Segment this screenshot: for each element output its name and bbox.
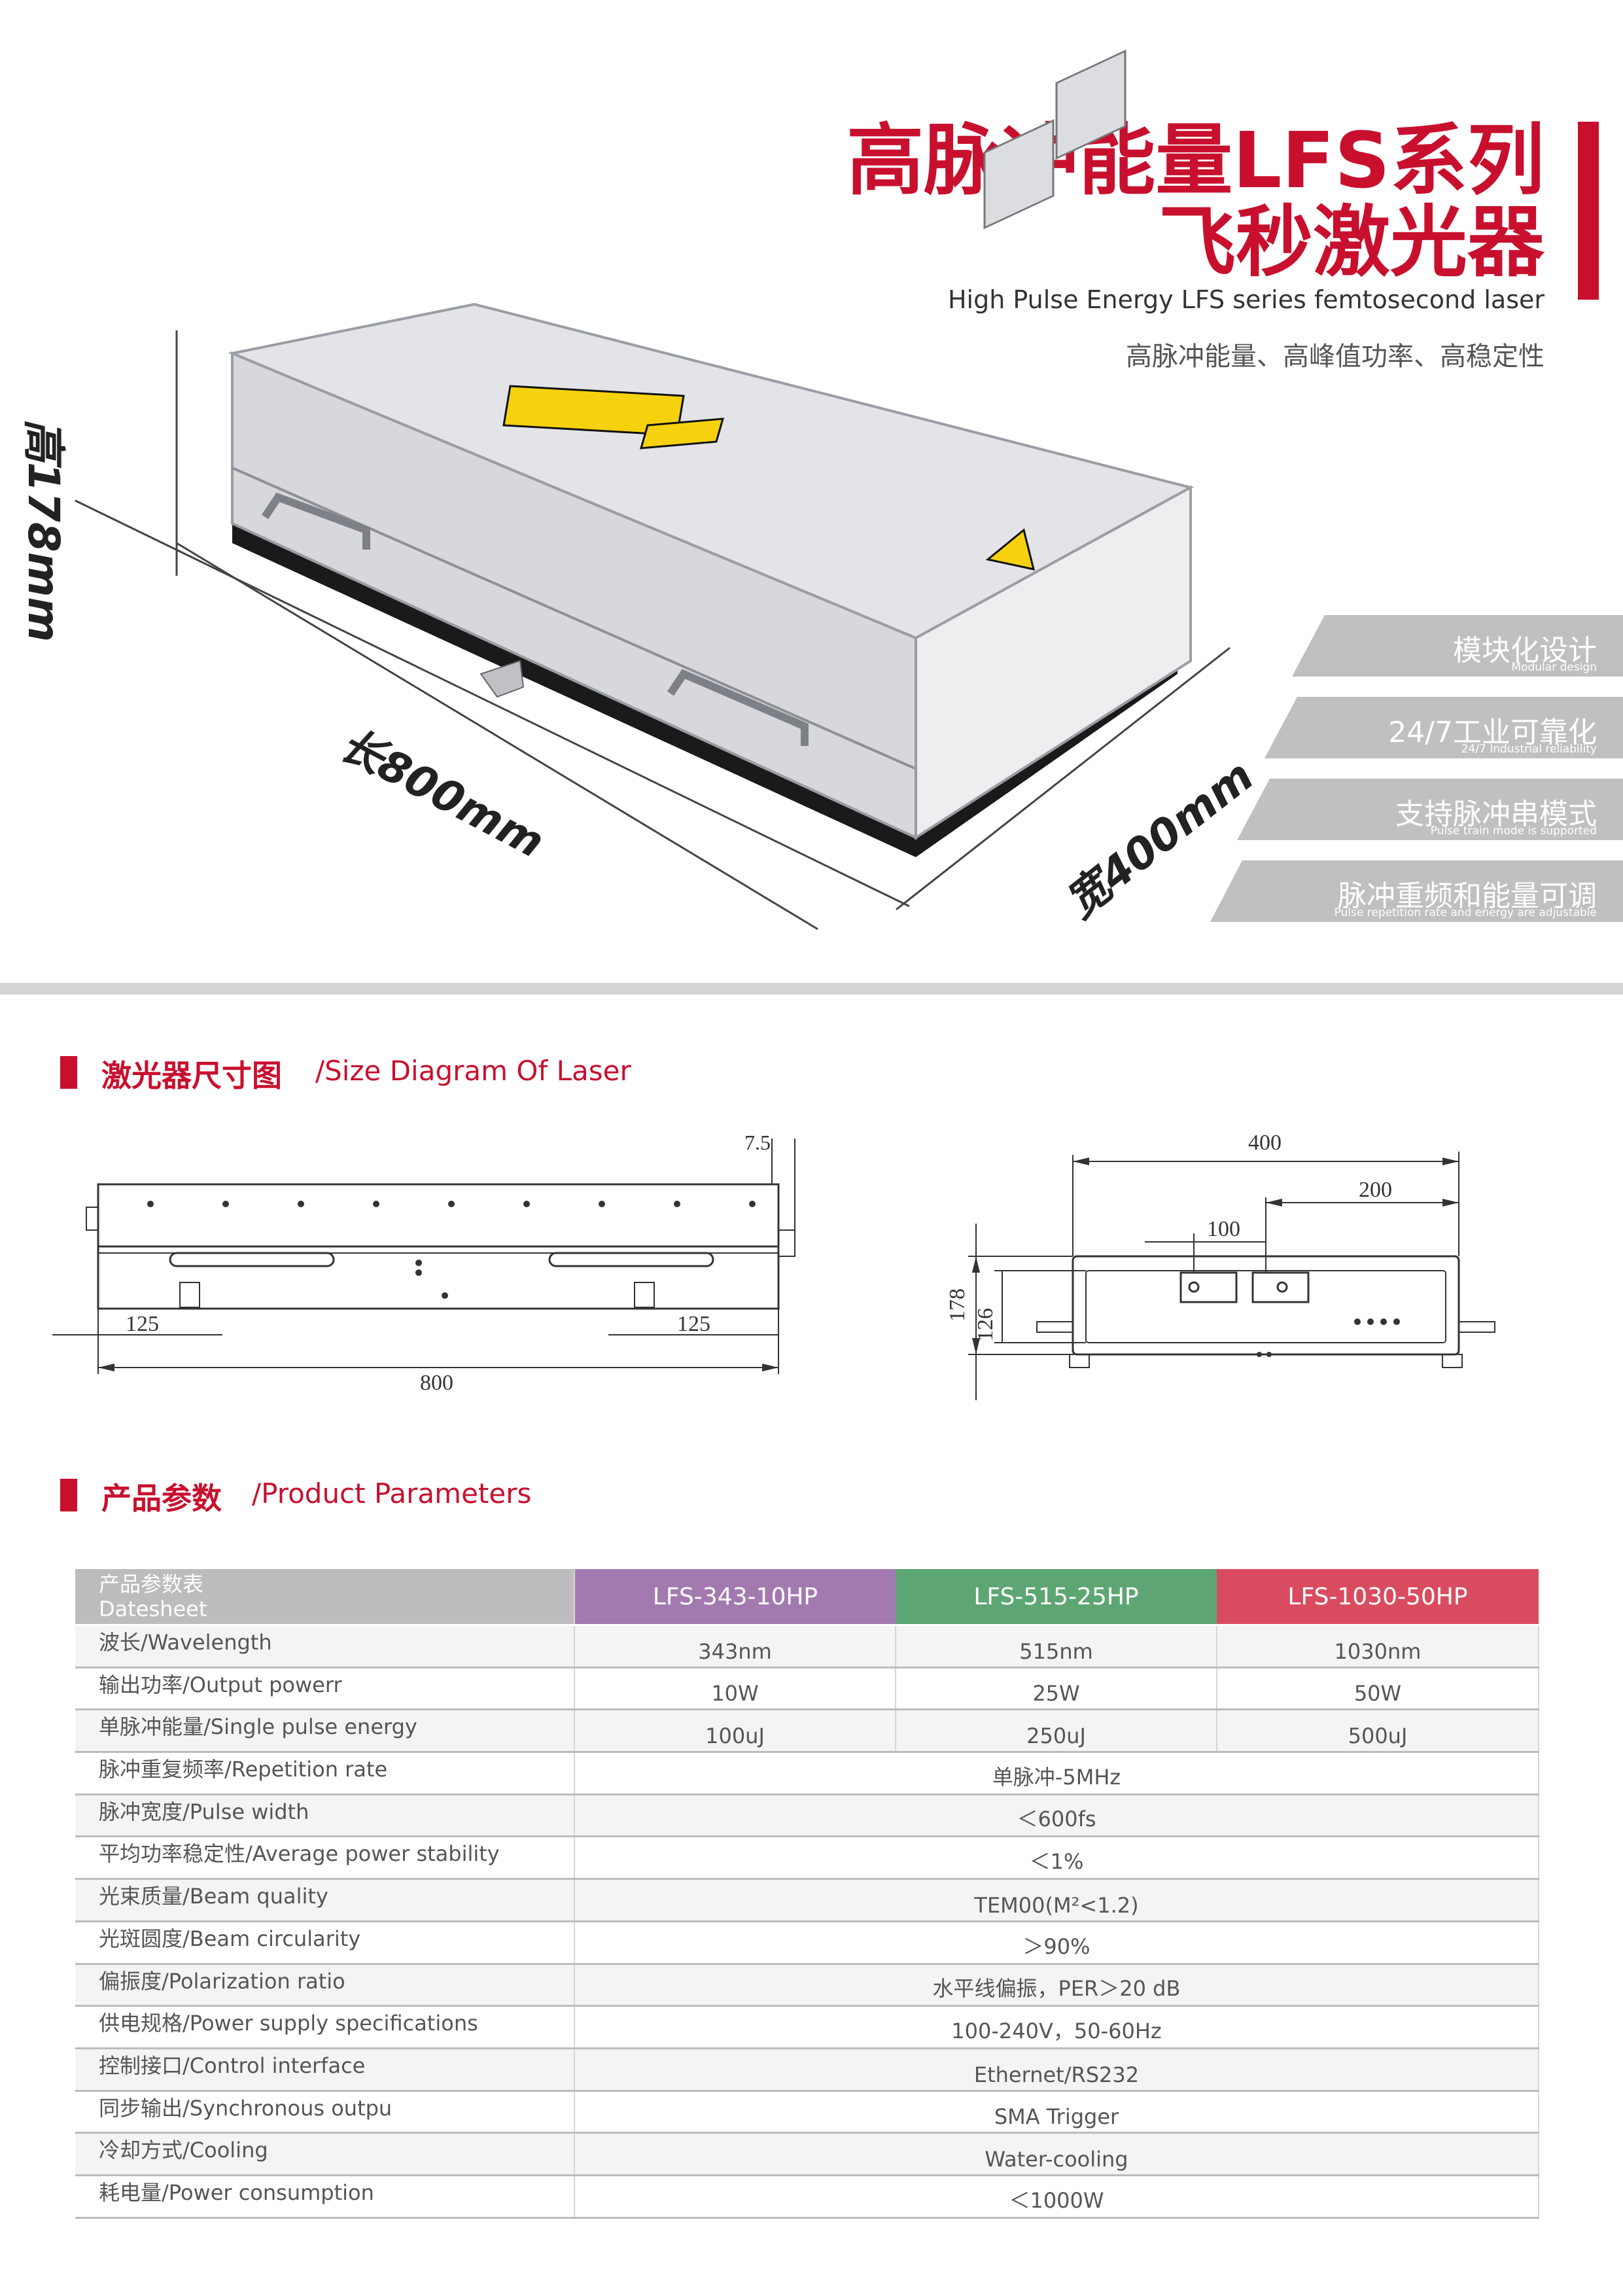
- row-label: 输出功率/Output powerr: [75, 1667, 575, 1711]
- row-label: 偏振度/Polarization ratio: [75, 1964, 575, 2007]
- row-label: 平均功率稳定性/Average power stability: [75, 1836, 575, 1881]
- size-section-title-en: /Size Diagram Of Laser: [315, 1055, 631, 1087]
- row-value: 单脉冲-5MHz: [574, 1752, 1539, 1795]
- side-dim-right: 125: [677, 1312, 710, 1336]
- row-label: 耗电量/Power consumption: [75, 2175, 575, 2219]
- row-label: 冷却方式/Cooling: [75, 2132, 575, 2176]
- row-value: ＜1%: [574, 1836, 1539, 1881]
- feature-bands: [1210, 615, 1623, 922]
- params-table-header: 产品参数表 Datesheet LFS-343-10HP LFS-515-25H…: [75, 1569, 1539, 1626]
- table-row: 平均功率稳定性/Average power stability＜1%: [75, 1836, 1539, 1881]
- row-value: ＜600fs: [574, 1794, 1539, 1838]
- row-value: 25W: [896, 1667, 1217, 1711]
- table-row: 耗电量/Power consumption＜1000W: [75, 2175, 1539, 2219]
- row-value: ＜1000W: [574, 2175, 1539, 2219]
- row-label: 供电规格/Power supply specifications: [75, 2005, 575, 2049]
- size-section-title-cn: 激光器尺寸图: [101, 1058, 282, 1093]
- feature-1-en: Modular design: [1511, 661, 1597, 674]
- feature-4-cn: 脉冲重频和能量可调: [1338, 879, 1597, 913]
- front-dim-spacing: 100: [1207, 1217, 1240, 1241]
- feature-1-cn: 模块化设计: [1453, 634, 1597, 667]
- row-label: 同步输出/Synchronous outpu: [75, 2091, 575, 2134]
- model-header-1: LFS-343-10HP: [574, 1569, 896, 1626]
- row-value: Ethernet/RS232: [574, 2048, 1539, 2092]
- subtitle-cn: 高脉冲能量、高峰值功率、高稳定性: [1126, 342, 1544, 372]
- title-accent-bar: [1578, 122, 1599, 300]
- feature-2-en: 24/7 Industrial reliability: [1461, 743, 1597, 756]
- front-view-drawing: [968, 1152, 1495, 1400]
- row-value: 100-240V，50-60Hz: [574, 2005, 1539, 2049]
- row-label: 单脉冲能量/Single pulse energy: [75, 1709, 575, 1754]
- row-value: 515nm: [896, 1625, 1217, 1669]
- feature-2-cn: 24/7工业可靠化: [1388, 716, 1597, 749]
- params-table: 产品参数表 Datesheet LFS-343-10HP LFS-515-25H…: [75, 1569, 1539, 2219]
- header-label-cell: 产品参数表 Datesheet: [75, 1569, 575, 1626]
- row-value: 50W: [1217, 1667, 1539, 1711]
- row-value: SMA Trigger: [574, 2091, 1539, 2134]
- row-value: Water-cooling: [574, 2132, 1539, 2176]
- row-label: 波长/Wavelength: [75, 1625, 575, 1669]
- row-value: 250uJ: [896, 1709, 1217, 1754]
- size-section-marker: [60, 1056, 77, 1089]
- header-label-cn: 产品参数表: [99, 1572, 204, 1597]
- model-header-3: LFS-1030-50HP: [1217, 1569, 1539, 1626]
- row-label: 脉冲宽度/Pulse width: [75, 1794, 575, 1838]
- side-dim-left: 125: [126, 1312, 159, 1336]
- front-dim-total: 400: [1248, 1131, 1282, 1155]
- row-label: 光束质量/Beam quality: [75, 1879, 575, 1922]
- dim-height-label: 高178mm: [18, 419, 69, 643]
- table-row: 光斑圆度/Beam circularity＞90%: [75, 1921, 1539, 1965]
- side-dim-total: 800: [420, 1371, 453, 1395]
- header-label-en: Datesheet: [99, 1597, 207, 1621]
- subtitle-en: High Pulse Energy LFS series femtosecond…: [947, 285, 1544, 314]
- feature-3-en: Pulse train mode is supported: [1430, 824, 1597, 838]
- params-section-title-cn: 产品参数: [101, 1481, 222, 1516]
- title-line-2: 飞秒激光器: [1158, 197, 1544, 287]
- row-value: 1030nm: [1217, 1625, 1539, 1669]
- row-label: 控制接口/Control interface: [75, 2048, 575, 2092]
- row-value: 343nm: [574, 1625, 896, 1669]
- params-section-marker: [60, 1479, 77, 1511]
- row-value: ＞90%: [574, 1921, 1539, 1965]
- row-value: 10W: [574, 1667, 896, 1711]
- row-value: TEM00(M²<1.2): [574, 1879, 1539, 1922]
- row-value: 100uJ: [574, 1709, 896, 1754]
- row-value: 500uJ: [1217, 1709, 1539, 1754]
- front-dim-half: 200: [1359, 1178, 1392, 1202]
- model-header-2: LFS-515-25HP: [896, 1569, 1217, 1626]
- params-section-title-en: /Product Parameters: [252, 1477, 532, 1510]
- section-divider: [0, 983, 1623, 995]
- row-label: 脉冲重复频率/Repetition rate: [75, 1752, 575, 1795]
- side-dim-top: 7.5: [744, 1131, 771, 1154]
- front-dim-inner: 126: [973, 1308, 998, 1341]
- row-label: 光斑圆度/Beam circularity: [75, 1921, 575, 1965]
- feature-4-en: Pulse repetition rate and energy are adj…: [1334, 906, 1597, 919]
- feature-3-cn: 支持脉冲串模式: [1395, 798, 1597, 831]
- table-row: 脉冲宽度/Pulse width＜600fs: [75, 1794, 1539, 1838]
- title-line-1: 高脉冲能量LFS系列: [846, 115, 1544, 205]
- row-value: 水平线偏振，PER＞20 dB: [574, 1964, 1539, 2007]
- side-view-drawing: [52, 1139, 795, 1374]
- product-illustration: [75, 49, 1230, 930]
- front-dim-height: 178: [945, 1288, 969, 1322]
